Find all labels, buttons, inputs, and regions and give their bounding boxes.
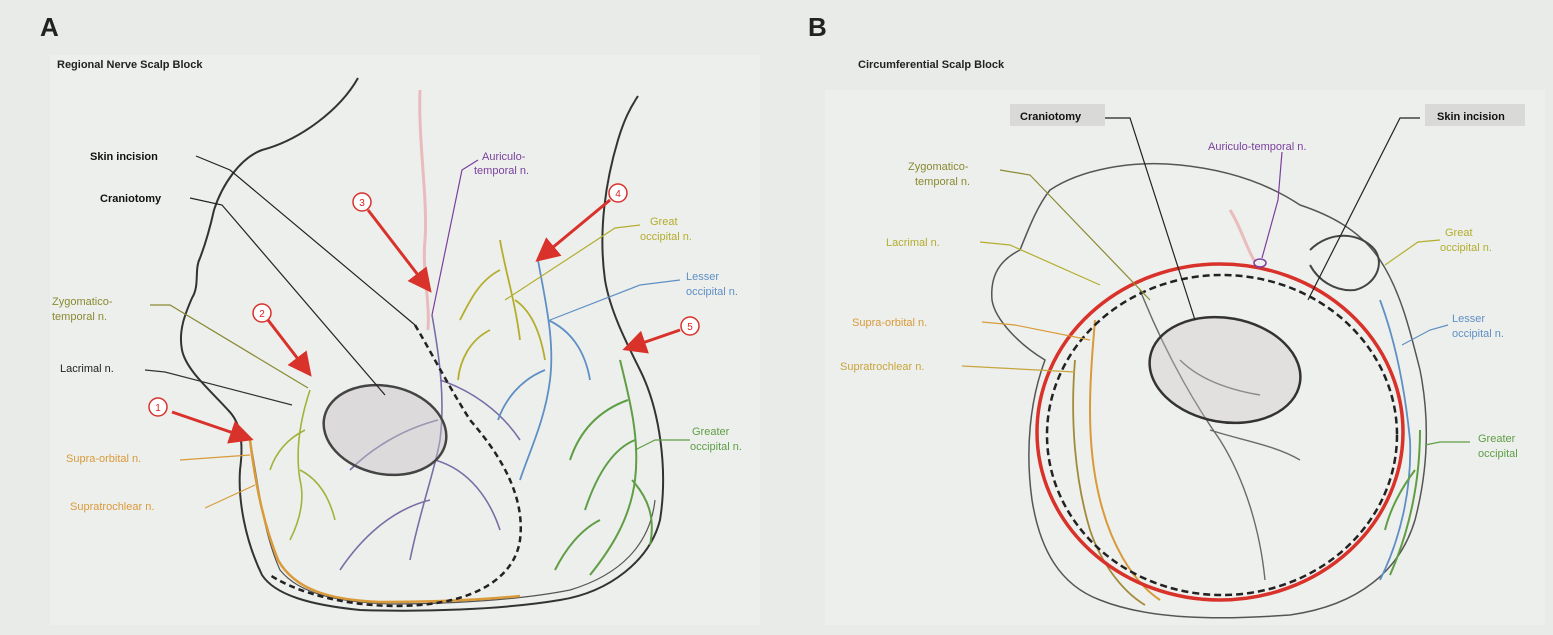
step-number-2: 2: [259, 309, 265, 320]
label-greater-occipital-b: Greater: [1478, 433, 1516, 445]
label-lesser-occipital2-b: occipital n.: [1452, 328, 1504, 340]
label-supraorbital-a: Supra-orbital n.: [66, 453, 141, 465]
label-greater-occipital-a: Greater: [692, 426, 730, 438]
panel-a-title: Regional Nerve Scalp Block: [57, 59, 203, 71]
label-zygomatico-a: Zygomatico-: [52, 296, 113, 308]
label-supratrochlear-a: Supratrochlear n.: [70, 501, 154, 513]
label-supratrochlear-b: Supratrochlear n.: [840, 361, 924, 373]
label-lacrimal-b: Lacrimal n.: [886, 237, 940, 249]
label-great-occipital-b: Great: [1445, 227, 1473, 239]
label-supraorbital-b: Supra-orbital n.: [852, 317, 927, 329]
label-craniotomy-a: Craniotomy: [100, 193, 162, 205]
panel-b-letter: B: [808, 12, 827, 42]
label-great-occipital-a: Great: [650, 216, 678, 228]
label-zygomatico2-b: temporal n.: [915, 176, 970, 188]
label-lacrimal-a: Lacrimal n.: [60, 363, 114, 375]
label-lesser-occipital-a: Lesser: [686, 271, 719, 283]
label-lesser-occipital-b: Lesser: [1452, 313, 1485, 325]
label-skin-incision-a: Skin incision: [90, 151, 158, 163]
label-skin-incision-b: Skin incision: [1437, 111, 1505, 123]
label-lesser-occipital2-a: occipital n.: [686, 286, 738, 298]
step-number-5: 5: [687, 322, 693, 333]
step-number-4: 4: [615, 189, 621, 200]
label-zygomatico-b: Zygomatico-: [908, 161, 969, 173]
label-auriculotemporal-a: Auriculo-: [482, 151, 526, 163]
step-number-1: 1: [155, 403, 161, 414]
label-zygomatico2-a: temporal n.: [52, 311, 107, 323]
panel-b-title: Circumferential Scalp Block: [858, 59, 1005, 71]
panel-a-letter: A: [40, 12, 59, 42]
label-greater-occipital2-b: occipital: [1478, 448, 1518, 460]
label-greater-occipital2-a: occipital n.: [690, 441, 742, 453]
label-craniotomy-b: Craniotomy: [1020, 111, 1082, 123]
label-great-occipital2-b: occipital n.: [1440, 242, 1492, 254]
label-auriculotemporal2-a: temporal n.: [474, 165, 529, 177]
step-number-3: 3: [359, 198, 365, 209]
label-auriculotemporal-b: Auriculo-temporal n.: [1208, 141, 1306, 153]
label-great-occipital2-a: occipital n.: [640, 231, 692, 243]
